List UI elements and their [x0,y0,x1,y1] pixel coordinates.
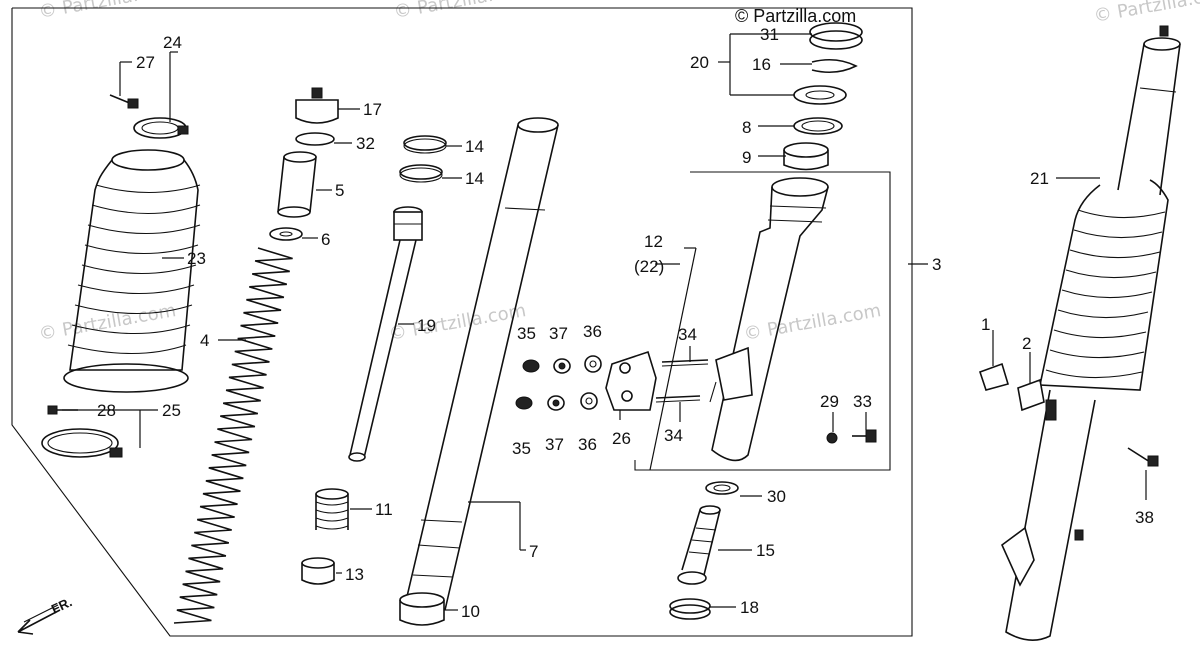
callout-33: 33 [853,392,872,411]
spacer-5 [277,151,317,218]
watermark: © Partzilla.com [37,300,177,345]
ring-14-upper [403,135,447,154]
assembly-frame [11,7,913,637]
callout-29: 29 [820,392,839,411]
washer-37-lower [547,395,565,411]
callout-35-upper: 35 [517,324,536,343]
o-ring-32 [295,132,335,146]
callout-37-upper: 37 [549,324,568,343]
callout-7: 7 [529,542,538,561]
gasket-30 [705,481,739,495]
watermark-layer: © Partzilla.com © Partzilla.com © Partzi… [37,0,1200,345]
rebound-spring-11 [315,488,349,530]
bolt-38 [1127,447,1159,467]
front-direction-arrow: FR. [17,594,74,635]
leader-lines [62,33,1147,611]
part-2 [1017,378,1045,412]
outer-tube-subframe [634,171,891,471]
callout-15: 15 [756,541,775,560]
callout-14-upper: 14 [465,137,484,156]
nut-35-lower [515,396,533,410]
ring-14-lower [399,164,443,183]
callout-17: 17 [363,100,382,119]
callout-21: 21 [1030,169,1049,188]
callout-14-lower: 14 [465,169,484,188]
bolt-27 [109,94,139,109]
watermark: © Partzilla.com [1092,0,1200,27]
callout-31: 31 [760,25,779,44]
callout-36-upper: 36 [583,322,602,341]
washer-36-lower [580,392,598,410]
callout-19: 19 [417,316,436,335]
callout-2: 2 [1022,334,1031,353]
callout-12-alt: (22) [634,257,664,276]
cap-bolt-17 [295,87,339,124]
callout-5: 5 [335,181,344,200]
circlip-16 [811,58,858,74]
callout-18: 18 [740,598,759,617]
back-up-ring-8 [793,117,843,135]
watermark: © Partzilla.com [742,300,882,345]
damper-rod-19 [348,206,423,462]
nut-35-upper [522,359,540,373]
callout-4: 4 [200,331,209,350]
axle-holder-26 [605,350,657,411]
callout-20: 20 [690,53,709,72]
callout-34-lower: 34 [664,426,683,445]
bushing-10 [399,592,445,626]
callout-25: 25 [162,401,181,420]
callout-35-lower: 35 [512,439,531,458]
callout-36-lower: 36 [578,435,597,454]
callout-37-lower: 37 [545,435,564,454]
watermark: © Partzilla.com [387,300,527,345]
valve-15 [677,505,721,585]
callout-32: 32 [356,134,375,153]
inner-tube-7 [404,117,559,611]
fork-assembly-21 [1001,25,1181,641]
callout-9: 9 [742,148,751,167]
bushing-9 [783,142,829,171]
callout-1: 1 [981,315,990,334]
washer-36-upper [584,355,602,373]
callout-30: 30 [767,487,786,506]
callout-6: 6 [321,230,330,249]
front-direction-label: FR. [49,594,74,616]
callout-26: 26 [612,429,631,448]
dust-seal-31 [809,22,863,50]
callout-16: 16 [752,55,771,74]
callout-labels: 1 2 3 4 5 6 7 8 9 10 11 12 (22) 13 14 14… [97,25,1154,621]
clamp-25 [41,428,123,458]
washer-6 [269,227,303,241]
callout-28: 28 [97,401,116,420]
fork-spring-4 [173,247,293,624]
clamp-24 [133,117,189,139]
callout-13: 13 [345,565,364,584]
callout-10: 10 [461,602,480,621]
callout-27: 27 [136,53,155,72]
callout-11: 11 [375,500,393,519]
watermark: © Partzilla.com [392,0,532,23]
callout-38: 38 [1135,508,1154,527]
callout-8: 8 [742,118,751,137]
drain-washer-29 [826,432,838,444]
callout-23: 23 [187,249,206,268]
ring-18 [669,598,711,620]
part-1 [978,362,1010,391]
drain-bolt-33 [852,429,877,443]
fork-boot-23 [63,149,201,393]
callout-12: 12 [644,232,663,251]
washer-37-upper [553,358,571,374]
watermark: © Partzilla.com [37,0,177,23]
callout-3: 3 [932,255,941,274]
oil-seal-20 [793,85,847,105]
stud-34-upper [661,359,709,367]
outer-tube-12 [709,177,829,462]
stud-34-lower [655,395,701,403]
callout-34-upper: 34 [678,325,697,344]
piece-13 [301,557,335,585]
copyright-text: © Partzilla.com [735,6,856,26]
callout-24: 24 [163,33,182,52]
